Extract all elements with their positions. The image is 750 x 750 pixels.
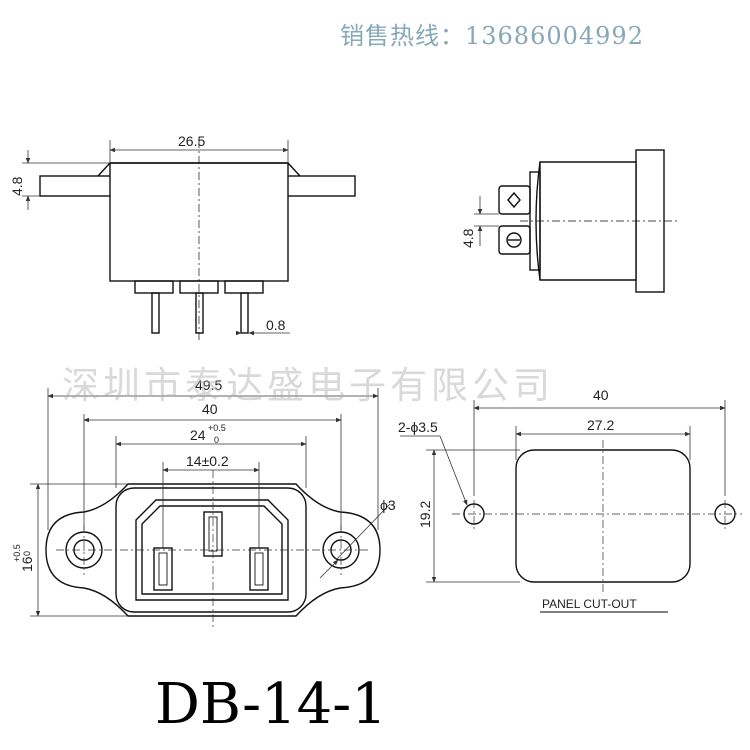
plan-centerlines [56, 470, 370, 630]
terminal-lower-hole [506, 232, 522, 248]
side-dimensions [474, 196, 499, 246]
dim-body-width-tol-upper: +0.5 [208, 423, 226, 433]
dim-hole-spacing: 40 [202, 401, 218, 417]
dim-overall-width: 49.5 [195, 377, 222, 393]
pin-base-left [134, 280, 174, 294]
terminal-lower [498, 225, 531, 255]
dim-hole-diameter: ϕ3 [380, 497, 396, 513]
terminal-upper-slot [507, 191, 521, 209]
front-view [39, 140, 356, 340]
dim-pin-spacing: 14±0.2 [186, 453, 229, 469]
company-watermark: 深圳市泰达盛电子有限公司 [62, 364, 554, 407]
dim-cutout-hole-spacing: 40 [593, 387, 609, 403]
front-dimensions [22, 140, 290, 336]
pin-left [151, 292, 160, 334]
cutout-outline [515, 449, 691, 583]
dim-pin-width: 0.8 [266, 317, 286, 333]
dim-side-height: 4.8 [460, 228, 476, 248]
dim-cutout-width: 27.2 [587, 417, 614, 433]
line-pin [153, 547, 173, 591]
plan-dimensions [30, 388, 391, 617]
mount-flange-outline [45, 483, 381, 617]
panel-cutout-view [463, 449, 736, 583]
panel-cutout-label: PANEL CUT-OUT [542, 597, 637, 611]
pin-center [195, 292, 204, 334]
socket-inner [141, 505, 283, 595]
model-number: DB-14-1 [155, 672, 387, 737]
dim-body-width-tol-lower: 0 [214, 435, 219, 445]
cutout-dimensions [400, 400, 726, 613]
cutout-centerlines [452, 440, 742, 595]
neutral-pin [249, 547, 269, 591]
dim-height-tol-upper: +0.5 [12, 544, 22, 562]
dim-top-width: 26.5 [178, 133, 205, 149]
dim-flange-thickness: 4.8 [9, 176, 25, 196]
side-view [498, 149, 680, 293]
dim-height: 16 [19, 556, 35, 572]
dim-body-width: 24 [190, 427, 206, 443]
terminal-upper [498, 185, 531, 215]
dim-height-tol-lower: 0 [22, 551, 32, 556]
pin-base-right [224, 280, 264, 294]
sales-hotline: 销售热线：13686004992 [340, 22, 644, 50]
dim-cutout-height: 19.2 [417, 501, 433, 528]
pin-right [240, 292, 249, 334]
socket-opening [135, 499, 289, 601]
dim-cutout-holes: 2-ϕ3.5 [398, 419, 438, 435]
